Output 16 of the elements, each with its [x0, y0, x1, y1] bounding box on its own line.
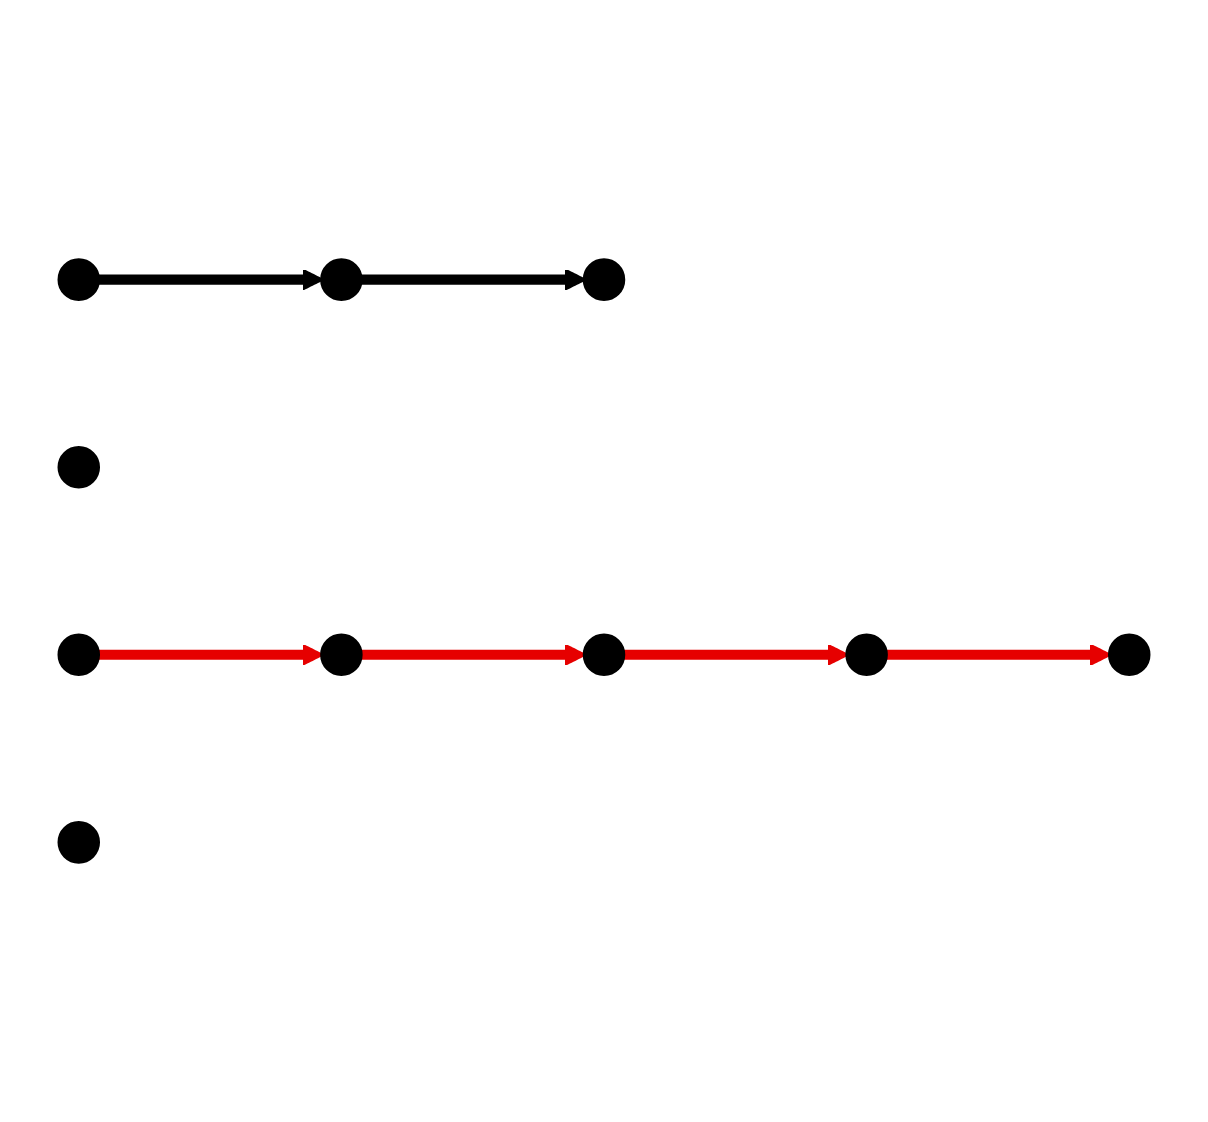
- arrow: [622, 643, 849, 666]
- node-circle: [845, 633, 888, 677]
- arrow: [97, 268, 324, 291]
- arrow: [360, 643, 587, 666]
- node-circle: [320, 258, 363, 301]
- node-circle: [57, 445, 101, 489]
- arrow: [97, 643, 324, 666]
- arrow: [885, 643, 1112, 666]
- node-circle: [582, 633, 626, 677]
- node-circle: [57, 633, 101, 677]
- node-circle: [320, 633, 363, 677]
- node-circle: [1107, 633, 1151, 677]
- node-circle: [582, 258, 626, 301]
- node-circle: [57, 821, 101, 864]
- node-circle: [57, 258, 101, 301]
- arrow: [360, 268, 587, 291]
